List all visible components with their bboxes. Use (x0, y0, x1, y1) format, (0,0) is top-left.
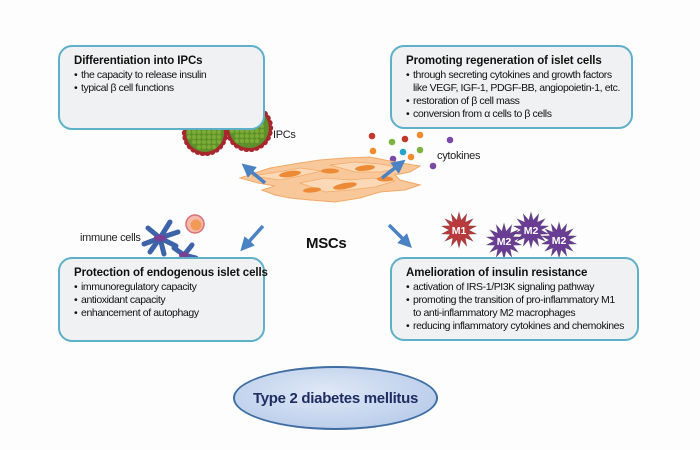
cytokine-dot (416, 146, 424, 154)
macrophage-label: M2 (524, 225, 539, 237)
immune-cells-label: immune cells (80, 232, 141, 244)
type2-diabetes-label: Type 2 diabetes mellitus (252, 389, 419, 407)
protection-box: Protection of endogenous islet cells •im… (58, 257, 268, 342)
list-item: •promoting the transition of pro-inflamm… (406, 294, 615, 306)
macrophage-label: M1 (452, 225, 467, 237)
cytokine-dot (429, 162, 437, 170)
list-item: to anti-inflammatory M2 macrophages (413, 307, 576, 319)
msc-cells-icon (238, 156, 422, 203)
cytokine-dot (399, 148, 407, 156)
cytokines-label: cytokines (437, 150, 481, 162)
immune-cells-icon (141, 214, 205, 269)
list-item: •enhancement of autophagy (74, 307, 199, 319)
differentiation-box: Differentiation into IPCs •the capacity … (58, 45, 265, 130)
arrow-to-cytokines (380, 159, 406, 180)
macrophage-label: M2 (497, 236, 512, 248)
list-item: •reducing inflammatory cytokines and che… (406, 320, 624, 332)
cytokine-dot (407, 153, 415, 161)
list-item: •the capacity to release insulin (74, 69, 207, 81)
mscs-label: MSCs (306, 235, 347, 252)
cytokine-dot (368, 132, 376, 140)
list-item: •typical β cell functions (74, 82, 174, 94)
cytokine-dot (416, 131, 424, 139)
list-item: •immunoregulatory capacity (74, 281, 197, 293)
list-item: •activation of IRS-1/PI3K signaling path… (406, 281, 595, 293)
regeneration-box: Promoting regeneration of islet cells •t… (390, 45, 633, 129)
list-item: •antioxidant capacity (74, 294, 166, 306)
list-item: •through secreting cytokines and growth … (406, 69, 612, 81)
list-item: •restoration of β cell mass (406, 95, 520, 107)
list-item: like VEGF, IGF-1, PDGF-BB, angiopoietin-… (413, 82, 621, 94)
ipcs-label: IPCs (273, 129, 296, 141)
box-title: Amelioration of insulin resistance (406, 267, 588, 279)
macrophage-star (440, 210, 478, 250)
box-title: Promoting regeneration of islet cells (406, 55, 602, 67)
arrow-to-ipcs (241, 163, 267, 185)
arrow-to-protection (240, 224, 265, 252)
type2-diabetes-ellipse: Type 2 diabetes mellitus (233, 366, 438, 430)
insulin-resistance-box: Amelioration of insulin resistance •acti… (390, 257, 639, 341)
arrows (240, 159, 412, 252)
cytokine-dot (446, 136, 454, 144)
arrow-to-insulin-resistance (387, 223, 412, 248)
cytokine-dot (401, 135, 409, 143)
cytokine-dot (369, 147, 377, 155)
macrophage-star (512, 210, 550, 250)
cytokine-dot (388, 138, 396, 146)
macrophage-label: M2 (552, 235, 567, 247)
box-title: Differentiation into IPCs (74, 55, 203, 67)
list-item: •conversion from α cells to β cells (406, 108, 552, 120)
box-title: Protection of endogenous islet cells (74, 267, 268, 279)
